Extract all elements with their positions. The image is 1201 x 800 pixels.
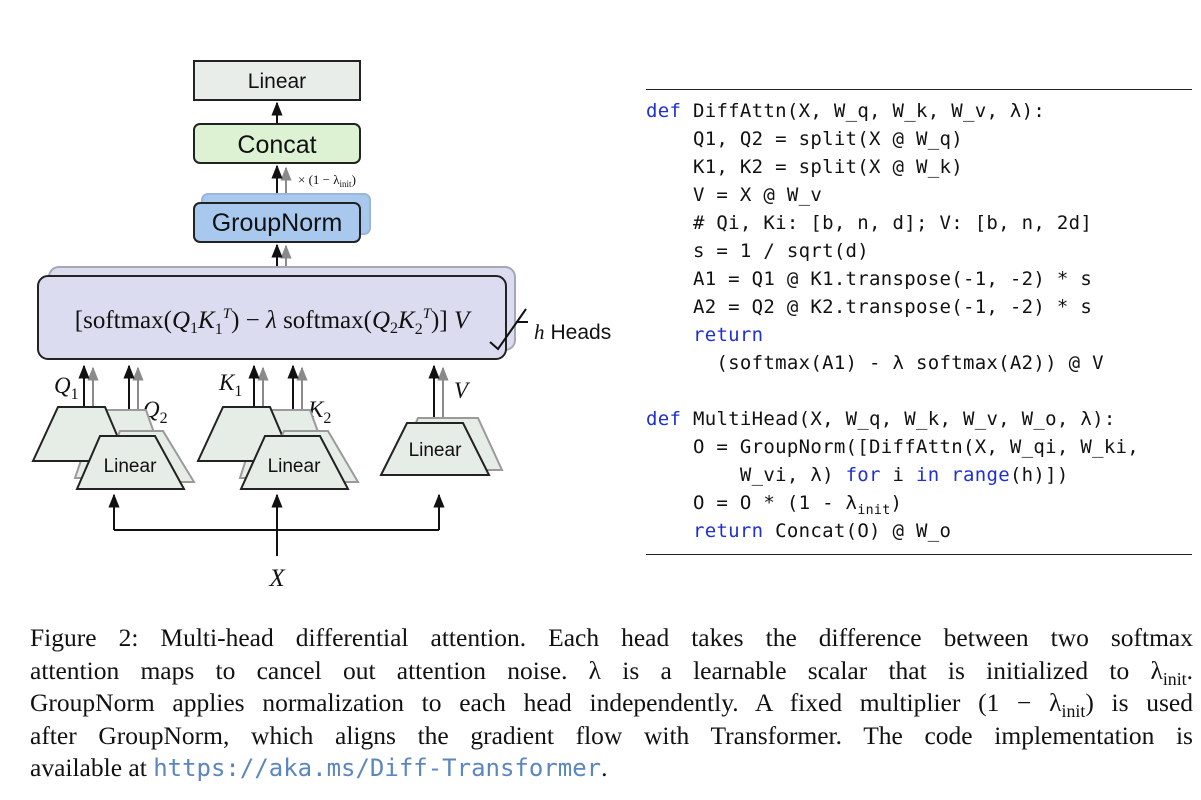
- code-line-1: def DiffAttn(X, W_q, W_k, W_v, λ):: [646, 100, 1046, 122]
- figure-caption: Figure 2: Multi-head differential attent…: [30, 622, 1193, 785]
- caption-line-5: available at https://aka.ms/Diff-Transfo…: [30, 753, 608, 782]
- concat-box: [193, 123, 361, 164]
- code-comment-line: # Qi, Ki: [b, n, d]; V: [b, n, 2d]: [646, 212, 1093, 234]
- code-line-12: O = GroupNorm([DiffAttn(X, W_qi, W_ki,: [646, 436, 1140, 458]
- code-line-8: A2 = Q2 @ K2.transpose(-1, -2) * s: [646, 296, 1093, 318]
- k1-label: K1: [218, 370, 242, 400]
- code-line-3: K1, K2 = split(X @ W_k): [646, 156, 963, 178]
- code-line-10: (softmax(A1) - λ softmax(A2)) @ V: [646, 352, 1104, 374]
- code-line-7: A1 = Q1 @ K1.transpose(-1, -2) * s: [646, 268, 1093, 290]
- linear-q-label: Linear: [104, 456, 157, 477]
- groupnorm-label: GroupNorm: [212, 209, 343, 237]
- code-url-link[interactable]: https://aka.ms/Diff-Transformer: [153, 754, 602, 782]
- linear-v-label: Linear: [409, 440, 462, 461]
- code-line-6: s = 1 / sqrt(d): [646, 240, 870, 262]
- groupnorm-box: [193, 202, 361, 243]
- linear-k-box: [239, 435, 350, 490]
- linear-output-label: Linear: [248, 70, 306, 93]
- code-listing: def DiffAttn(X, W_q, W_k, W_v, λ): Q1, Q…: [646, 89, 1192, 555]
- v-label: V: [454, 378, 471, 403]
- caption-line-3: GroupNorm applies normalization to each …: [30, 688, 1193, 722]
- caption-line-2: attention maps to cancel out attention n…: [30, 655, 1193, 689]
- linear-v-box: [379, 422, 491, 476]
- code-line-9: return: [692, 324, 764, 346]
- code-line-15: return Concat(O) @ W_o: [692, 520, 952, 542]
- code-line-14: O = O * (1 - λinit): [646, 492, 903, 518]
- linear-k-label: Linear: [268, 456, 321, 477]
- attention-box: [37, 275, 507, 360]
- code-line-4: V = X @ W_v: [646, 184, 823, 206]
- caption-line-1: Figure 2: Multi-head differential attent…: [30, 623, 1193, 652]
- architecture-diagram: Linear Concat × (1 − λinit) GroupNorm [s…: [31, 60, 611, 592]
- code-line-13: W_vi, λ) for i in range(h)]): [646, 464, 1069, 486]
- input-x-label: X: [268, 565, 286, 592]
- concat-label: Concat: [237, 131, 316, 159]
- linear-output-box: [193, 60, 361, 101]
- attention-formula: [softmax(Q1K1T) − λ softmax(Q2K2T)] V: [75, 306, 472, 338]
- multiplier-label: × (1 − λinit): [298, 172, 356, 189]
- code-line-2: Q1, Q2 = split(X @ W_q): [646, 128, 963, 150]
- linear-q-box: [75, 435, 186, 490]
- code-line-11: def MultiHead(X, W_q, W_k, W_v, W_o, λ):: [646, 408, 1116, 430]
- q1-label: Q1: [54, 373, 79, 403]
- heads-brace: [489, 308, 528, 351]
- caption-line-4: after GroupNorm, which aligns the gradie…: [30, 720, 1193, 750]
